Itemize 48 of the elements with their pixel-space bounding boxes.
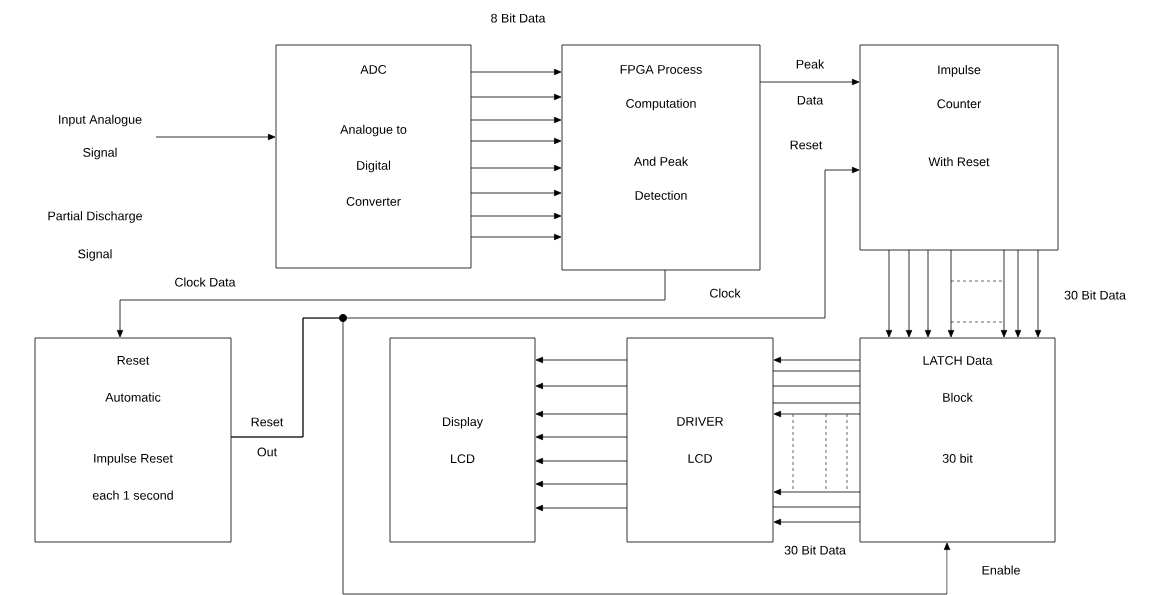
arrow <box>773 356 861 364</box>
edge-label: 8 Bit Data <box>491 13 546 23</box>
process-box: Impulse Counter With Reset <box>859 44 1059 251</box>
arrow <box>759 78 860 86</box>
process-box: Display LCD <box>389 337 536 543</box>
arrow <box>1014 249 1022 338</box>
arrow <box>230 317 951 595</box>
arrow <box>924 249 932 338</box>
arrow <box>773 488 861 496</box>
arrow <box>470 116 562 124</box>
arrow <box>535 356 628 364</box>
arrow <box>535 382 628 390</box>
arrow <box>947 249 955 338</box>
edge-label: 30 Bit Data <box>784 545 846 555</box>
edge-label: Enable <box>982 565 1020 575</box>
arrow <box>773 518 861 526</box>
arrow <box>773 410 861 418</box>
arrow <box>1000 249 1008 338</box>
arrow <box>470 68 562 76</box>
arrow <box>1034 249 1042 338</box>
arrow <box>470 93 562 101</box>
edge-label: Peak Data <box>796 59 825 105</box>
label-text: Reset <box>790 140 823 150</box>
input-label: Input Analogue Signal <box>59 114 142 160</box>
arrow <box>905 249 913 338</box>
arrow <box>535 457 628 465</box>
edge-label: Reset Out <box>251 417 284 457</box>
arrow <box>116 269 666 338</box>
label-text: Clock <box>710 288 741 298</box>
arrow <box>535 433 628 441</box>
arrow <box>535 504 628 512</box>
process-box: Reset Automatic Impulse Reset each 1 second <box>34 337 232 543</box>
arrow <box>535 480 628 488</box>
arrow <box>885 249 893 338</box>
arrow <box>470 233 562 241</box>
arrow <box>470 164 562 172</box>
arrow <box>470 137 562 145</box>
process-box: DRIVER LCD <box>626 337 774 543</box>
edge-label: Clock Data <box>175 277 236 287</box>
process-box: FPGA Process Computation And Peak Detection <box>561 44 761 271</box>
process-box: ADC Analogue to Digital Converter <box>275 44 472 269</box>
process-box: LATCH Data Block 30 bit <box>859 337 1056 543</box>
arrow <box>470 189 562 197</box>
label-text: Partial Discharge Signal <box>48 211 142 261</box>
arrow <box>155 133 276 141</box>
edge-label: 30 Bit Data <box>1064 290 1126 300</box>
arrow <box>535 410 628 418</box>
arrow <box>470 212 562 220</box>
